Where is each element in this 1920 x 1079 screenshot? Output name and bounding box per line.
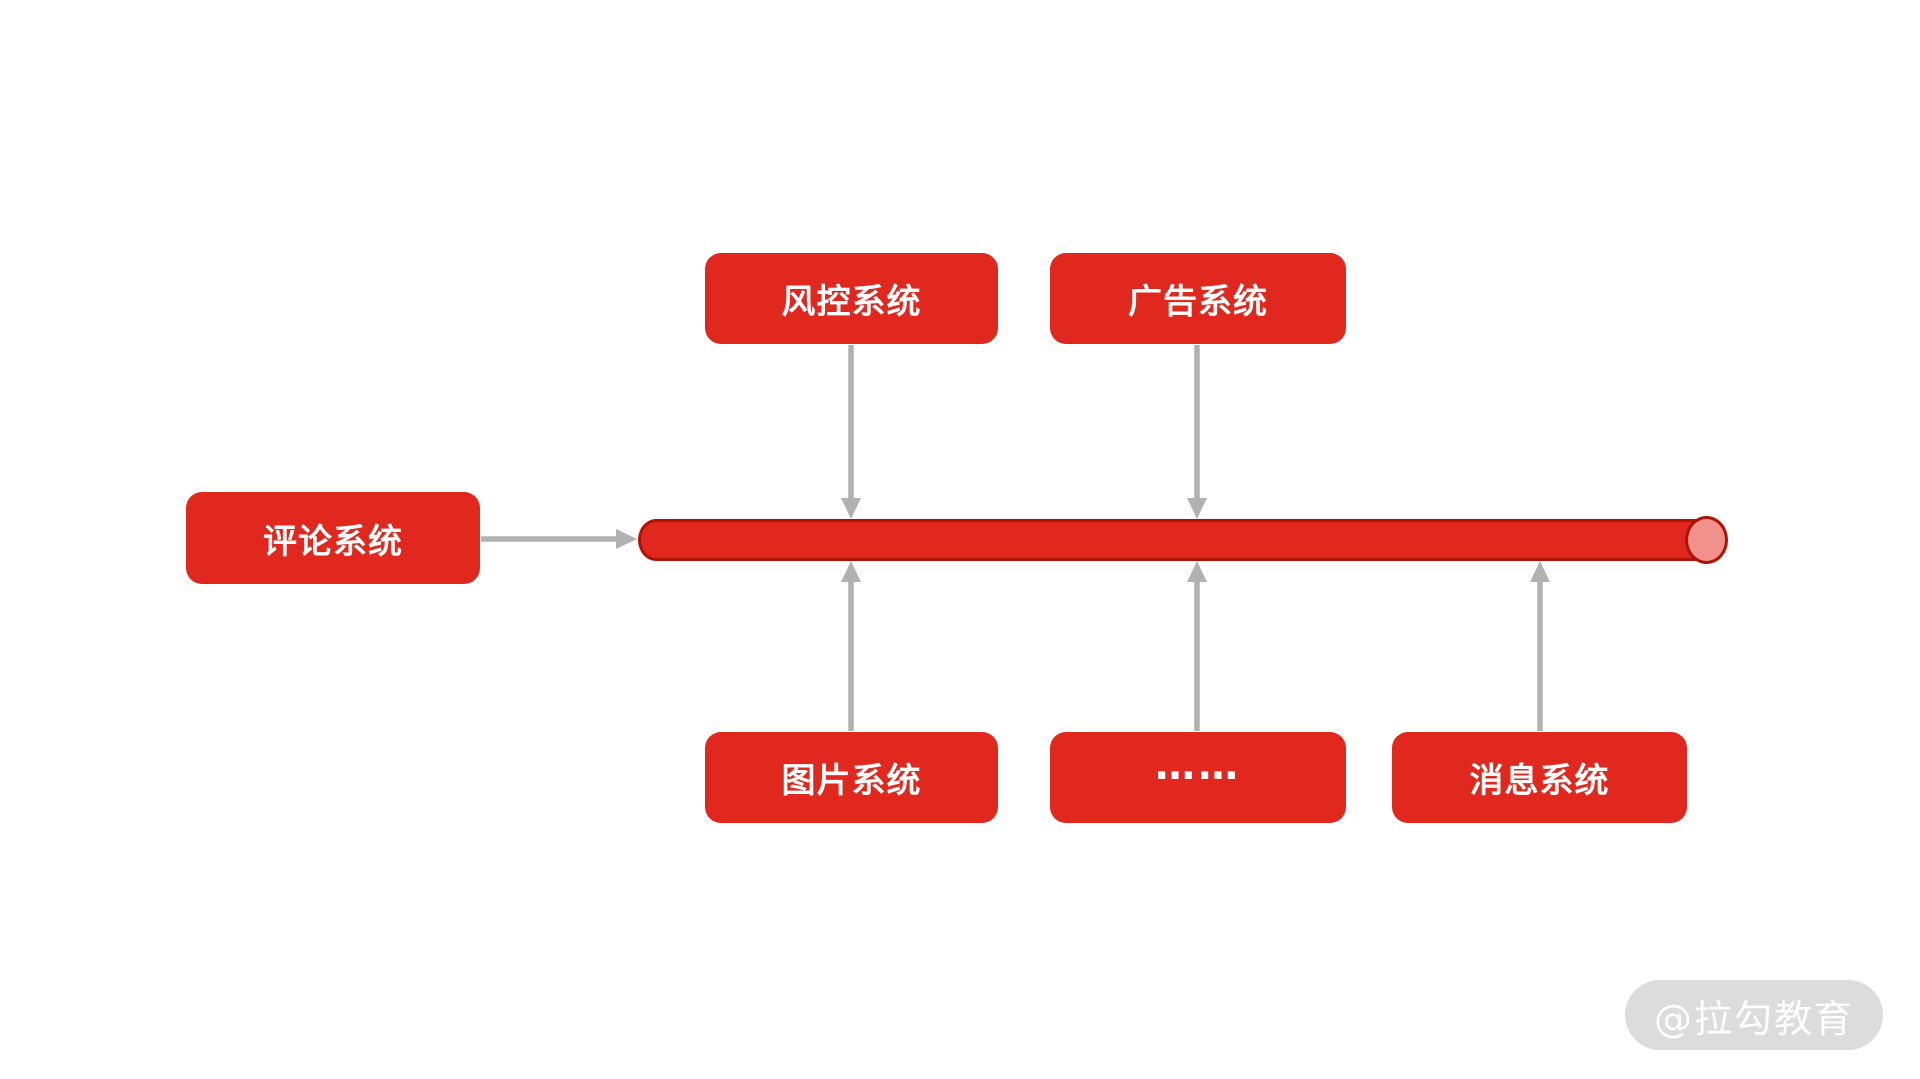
arrow-more-to-queue <box>1187 561 1207 731</box>
node-label: 评论系统 <box>263 521 403 562</box>
arrow-risk-control-to-queue <box>841 345 861 519</box>
node-advertising-system: 广告系统 <box>1050 253 1346 344</box>
arrow-comment-to-queue <box>481 529 637 549</box>
node-label: 图片系统 <box>781 761 922 801</box>
node-ellipsis-more-systems: …… <box>1050 732 1346 823</box>
arrowhead <box>841 498 861 519</box>
arrowhead <box>1530 561 1550 582</box>
arrow-advertising-to-queue <box>1187 345 1207 519</box>
node-message-system: 消息系统 <box>1392 732 1687 823</box>
arrowhead <box>1187 498 1207 519</box>
node-label: 广告系统 <box>1128 282 1268 322</box>
arrow-image-to-queue <box>841 561 861 731</box>
node-risk-control-system: 风控系统 <box>705 253 998 344</box>
arrowhead <box>616 529 637 549</box>
pipe-end-cap <box>1685 516 1728 564</box>
node-label: …… <box>1155 742 1241 789</box>
arrow-message-to-queue <box>1530 561 1550 731</box>
node-label: 消息系统 <box>1469 761 1610 801</box>
node-comment-system: 评论系统 <box>186 492 480 584</box>
watermark-text: @拉勾教育 <box>1653 996 1854 1041</box>
arrowhead <box>841 561 861 582</box>
arrowhead <box>1187 561 1207 582</box>
watermark-badge: @拉勾教育 <box>1625 980 1883 1050</box>
node-image-system: 图片系统 <box>705 732 998 823</box>
message-queue-pipe <box>638 519 1710 561</box>
node-label: 风控系统 <box>781 282 922 322</box>
